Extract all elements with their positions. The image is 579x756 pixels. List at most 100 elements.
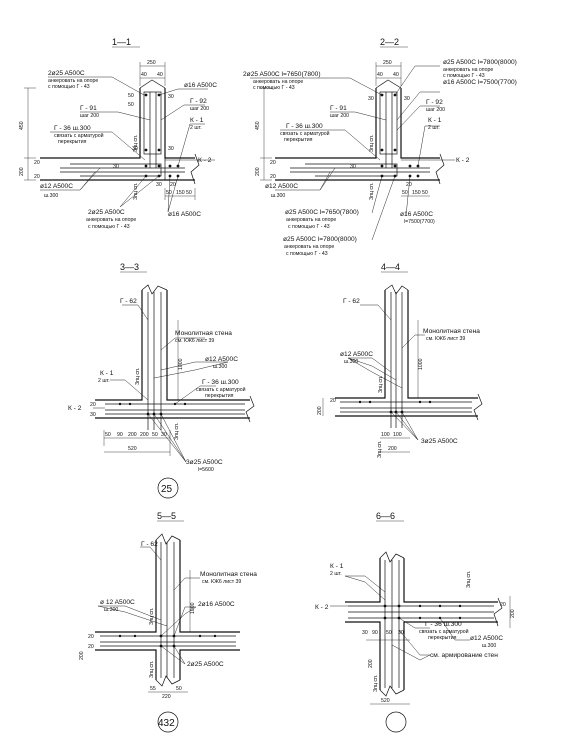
- section-title-1-1: 1—1: [112, 37, 131, 47]
- label: К - 1: [100, 370, 114, 377]
- dim: Зпц сп.: [149, 661, 155, 678]
- dim: 50: [186, 190, 192, 196]
- rebar-cage: [340, 292, 472, 428]
- dim: 1000: [190, 602, 196, 614]
- label: 2 шт.: [98, 378, 110, 384]
- node-number: 25: [161, 484, 173, 495]
- label: ш.300: [213, 364, 227, 370]
- dimension-lines: [366, 596, 511, 705]
- dim: 220: [162, 694, 171, 700]
- dim: 20: [88, 634, 94, 640]
- section-4-4: 4—4 1000 20 200 Зпц сп: [317, 262, 483, 458]
- dim: 1000: [418, 358, 424, 370]
- dim: 200: [128, 432, 137, 438]
- label: ø25 A500C l=7800(8000): [283, 236, 357, 243]
- section-1-1: 1—1: [19, 37, 217, 230]
- label: Г - 36 ш.300: [54, 125, 91, 132]
- label: Г - 36 ш.300: [286, 123, 323, 130]
- dim: 50: [128, 102, 134, 108]
- label: ø25 A500C l=7800(8000): [443, 59, 517, 66]
- dim: 40: [141, 72, 147, 78]
- dim: 20: [88, 644, 94, 650]
- dim: 30: [113, 164, 119, 170]
- dimension-lines: [103, 320, 179, 456]
- label: 2ø25 A500C: [48, 70, 85, 77]
- dim: 250: [383, 60, 392, 66]
- dim: 20: [90, 402, 96, 408]
- dim: 30: [404, 96, 410, 102]
- dim: 30: [90, 412, 96, 418]
- label: перекрытия: [284, 137, 313, 143]
- dim: 30: [156, 182, 162, 188]
- label: шаг 200: [190, 106, 209, 112]
- dimension-lines: [148, 570, 191, 693]
- label: с помощью Г - 43: [253, 85, 295, 91]
- label: 2ø25 A500C: [187, 661, 224, 668]
- label: ø12 A500C: [205, 356, 238, 363]
- leader-lines: [93, 304, 229, 463]
- label: с помощью Г - 43: [286, 251, 328, 257]
- label: 3ø25 A500C: [421, 438, 458, 445]
- label: 2 шт.: [330, 571, 342, 577]
- dim: 20: [330, 398, 336, 404]
- dim: 520: [128, 446, 137, 452]
- label: с помощью Г - 43: [88, 224, 130, 230]
- leader-lines: [40, 76, 215, 213]
- section-2-2: 2—2: [243, 37, 517, 257]
- dim: 50: [422, 190, 428, 196]
- dim: 520: [381, 698, 390, 704]
- dim: 55: [150, 686, 156, 692]
- dim: 20: [34, 174, 40, 180]
- dim: 90: [117, 432, 123, 438]
- label: с помощью Г - 43: [443, 73, 485, 79]
- rebar-cage: [60, 91, 185, 178]
- dim: Зпц сп.: [135, 368, 141, 385]
- dim: Зпц сп.: [174, 423, 180, 440]
- label: ø12 A500C: [40, 183, 73, 190]
- rebar-cage: [290, 91, 430, 178]
- label: шаг 200: [80, 113, 99, 119]
- dim: Зпц сп.: [369, 183, 375, 200]
- dim: 250: [147, 60, 156, 66]
- label: Г - 92: [426, 99, 443, 106]
- dim: 20: [500, 602, 506, 608]
- section-title-2-2: 2—2: [380, 37, 399, 47]
- label: ø25 A500C l=7650(7800): [285, 209, 359, 216]
- section-title-5-5: 5—5: [157, 511, 176, 521]
- dim: 200: [255, 167, 261, 176]
- concrete-outline: [40, 79, 200, 185]
- dim: 100: [393, 432, 402, 438]
- node-marker: [385, 711, 407, 733]
- label: Монолитная стена: [200, 571, 257, 578]
- label: Монолитная стена: [175, 330, 232, 337]
- dim: Зпц сп.: [369, 135, 375, 152]
- dim: 50: [402, 190, 408, 196]
- label: см. КЖ6 лист 39: [175, 338, 214, 344]
- dim: 30: [161, 432, 167, 438]
- leader-lines: [347, 304, 425, 441]
- section-title-4-4: 4—4: [381, 262, 400, 272]
- label: l=5600: [198, 467, 214, 473]
- label: Г - 91: [330, 105, 347, 112]
- label: Монолитная стена: [423, 328, 480, 335]
- label: связать с арматурой: [54, 132, 104, 139]
- leader-lines: [97, 546, 200, 665]
- dim: Зпц сп.: [466, 571, 472, 588]
- dim: 50: [128, 93, 134, 99]
- label: ø16 A500C l=7500(7700): [443, 79, 517, 86]
- dimension-lines: [322, 320, 419, 453]
- label: с помощью Г - 43: [288, 224, 330, 230]
- label: К - 2: [198, 157, 212, 164]
- label: см. КЖ6 лист 39: [426, 336, 465, 342]
- label: анкеровать на опоре: [286, 217, 336, 223]
- dim: 40: [377, 72, 383, 78]
- label: К - 1: [428, 117, 442, 124]
- label: перекрытия: [428, 635, 457, 641]
- dim: 200: [368, 659, 374, 668]
- dim: 200: [388, 446, 397, 452]
- label: ш.300: [482, 643, 496, 649]
- node-marker: [157, 477, 179, 499]
- concrete-outline: [275, 79, 445, 185]
- label: ø12 A500C: [265, 183, 298, 190]
- node-marker: [157, 711, 179, 733]
